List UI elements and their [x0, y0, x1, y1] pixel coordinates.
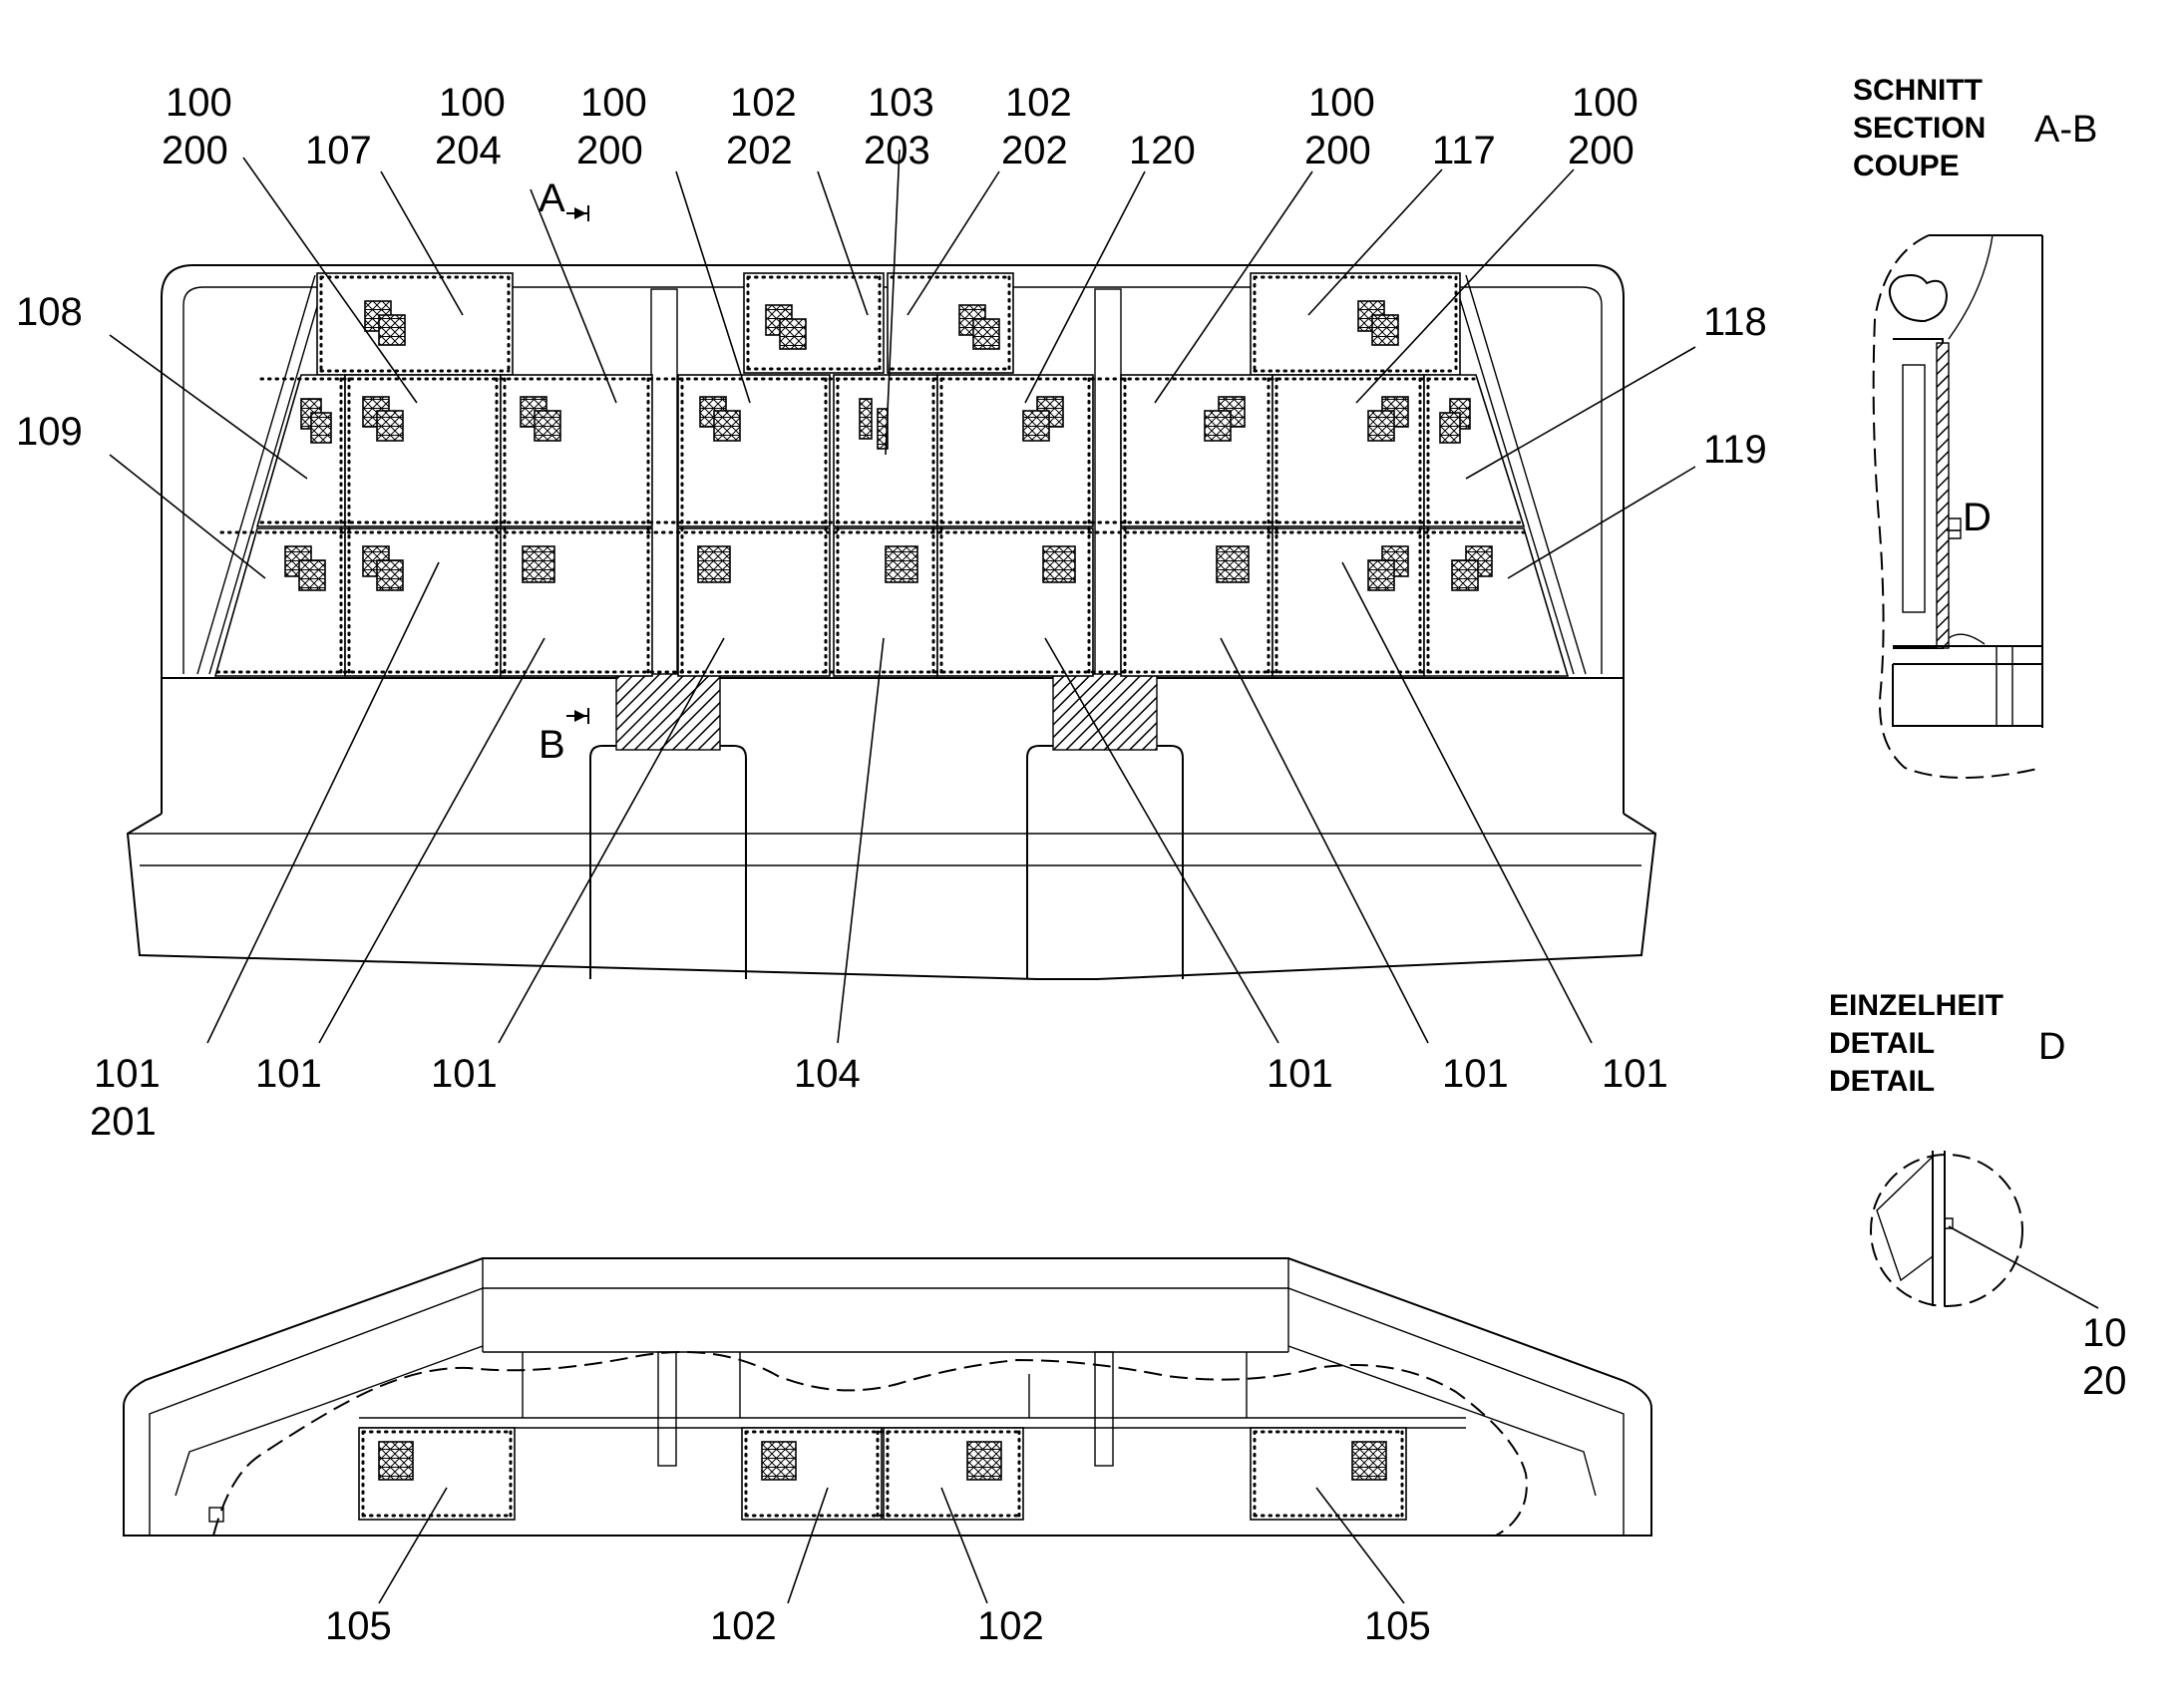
section-heading-1: SCHNITT	[1853, 74, 1983, 107]
label-plan-2: 102	[710, 1604, 777, 1648]
label-bottom-1a: 101	[94, 1052, 161, 1096]
label-top-7a: 102	[1005, 81, 1072, 125]
label-left-2: 109	[16, 410, 83, 454]
label-bottom-7a: 101	[1602, 1052, 1668, 1096]
label-plan-3: 102	[977, 1604, 1044, 1648]
section-id: A-B	[2034, 109, 2097, 151]
label-left-1: 108	[16, 290, 83, 334]
section-heading-2: SECTION	[1853, 112, 1986, 145]
label-top-9b: 200	[1304, 129, 1371, 172]
label-top-1b: 200	[162, 129, 228, 172]
detail-d: EINZELHEIT DETAIL DETAIL D 10 20	[1829, 989, 2127, 1403]
section-marks: A B	[539, 176, 589, 767]
label-top-11b: 200	[1568, 129, 1635, 172]
plan-view: 105 102 102 105	[123, 1257, 1652, 1648]
label-top-4b: 200	[576, 129, 643, 172]
label-bottom-3a: 101	[431, 1052, 498, 1096]
detail-heading-2: DETAIL	[1829, 1027, 1935, 1060]
label-top-10a: 117	[1432, 129, 1496, 172]
label-bottom-2a: 101	[255, 1052, 322, 1096]
label-top-5a: 102	[730, 81, 797, 125]
section-a-b: SCHNITT SECTION COUPE A-B D	[1853, 74, 2097, 779]
label-top-6b: 203	[864, 129, 930, 172]
label-top-3a: 100	[439, 81, 506, 125]
label-top-9a: 100	[1308, 81, 1375, 125]
section-callout-d: D	[1963, 496, 1992, 539]
mesh-pads	[284, 300, 1493, 591]
detail-heading-3: DETAIL	[1829, 1065, 1935, 1098]
label-top-7b: 202	[1001, 129, 1068, 172]
side-labels: 108 109 118 119	[16, 290, 1767, 472]
detail-callout-20: 20	[2082, 1359, 2127, 1403]
label-top-3b: 204	[435, 129, 502, 172]
section-mark-a: A	[539, 176, 565, 220]
label-top-5b: 202	[726, 129, 793, 172]
label-top-8a: 120	[1129, 129, 1196, 172]
detail-heading-1: EINZELHEIT	[1829, 989, 2003, 1022]
label-top-1a: 100	[166, 81, 232, 125]
panel-grid	[213, 272, 1570, 677]
section-heading-3: COUPE	[1853, 150, 1960, 182]
label-top-2a: 107	[305, 129, 372, 172]
section-mark-b: B	[539, 723, 565, 767]
detail-id: D	[2038, 1026, 2065, 1068]
detail-callout-10: 10	[2082, 1311, 2127, 1355]
label-bottom-6a: 101	[1442, 1052, 1509, 1096]
leader-lines	[109, 149, 1696, 1044]
bottom-labels: 101 201 101 101 104 101 101 101	[90, 1052, 1668, 1144]
label-bottom-4a: 104	[794, 1052, 861, 1096]
label-plan-1: 105	[325, 1604, 392, 1648]
label-right-2: 119	[1703, 428, 1767, 472]
top-labels: 100 200 107 100 204 100 200 102 202 103 …	[162, 81, 1638, 172]
label-top-6a: 103	[868, 81, 934, 125]
label-plan-4: 105	[1364, 1604, 1431, 1648]
label-top-4a: 100	[580, 81, 647, 125]
label-top-11a: 100	[1572, 81, 1638, 125]
label-bottom-5a: 101	[1267, 1052, 1333, 1096]
label-bottom-1b: 201	[90, 1100, 157, 1144]
label-right-1: 118	[1703, 300, 1767, 344]
